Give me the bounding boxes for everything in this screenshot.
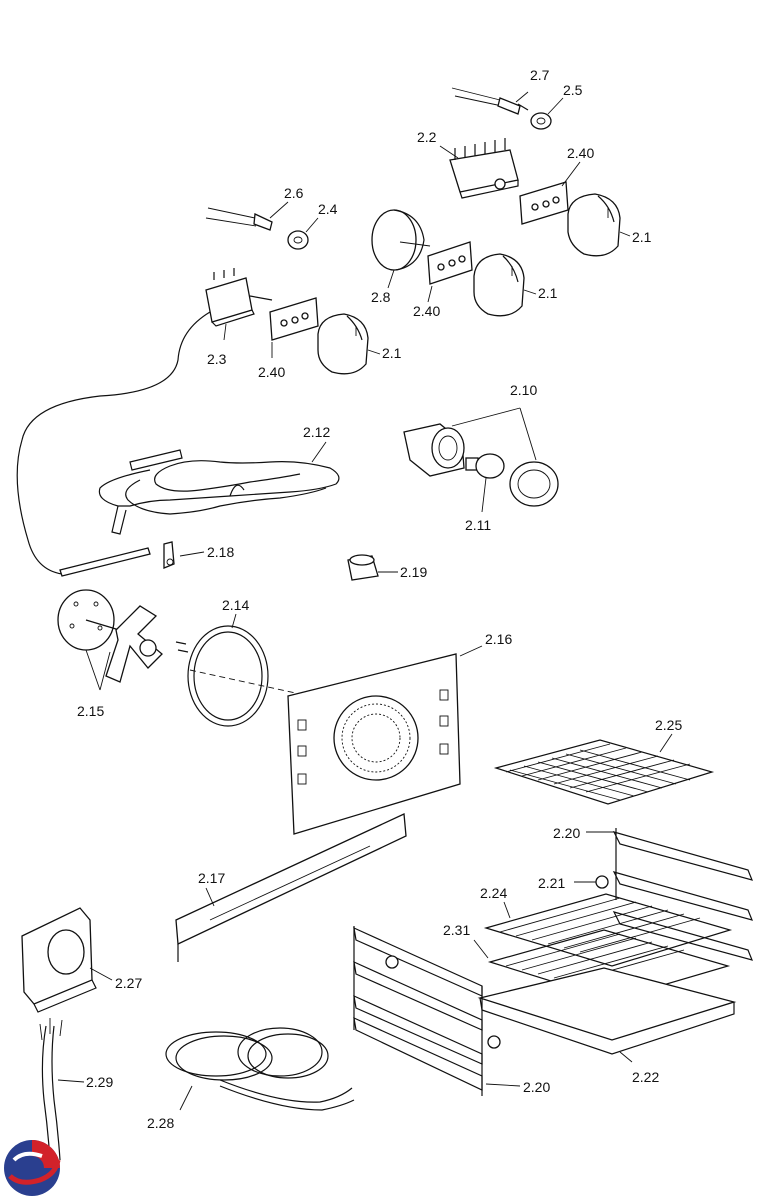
label-2-29: 2.29 (86, 1074, 113, 1090)
label-2-24: 2.24 (480, 885, 507, 901)
label-2-5: 2.5 (563, 82, 583, 98)
part-2-5-lamp-holder (530, 97, 564, 130)
label-2-20-b: 2.20 (523, 1079, 550, 1095)
part-2-21-screw (574, 875, 609, 889)
label-2-2: 2.2 (417, 129, 437, 145)
label-2-7: 2.7 (530, 67, 550, 83)
part-2-40-bezel-c (269, 297, 319, 358)
part-2-22-baking-tray (477, 967, 737, 1063)
part-2-28-wiring-harness (165, 1027, 355, 1111)
label-2-1-b: 2.1 (538, 285, 558, 301)
part-2-10-lamp-assembly (403, 407, 559, 507)
label-2-1-c: 2.1 (382, 345, 402, 361)
label-2-27: 2.27 (115, 975, 142, 991)
label-2-8: 2.8 (371, 289, 391, 305)
part-2-17-rail (175, 813, 407, 962)
part-2-20-side-runner-left (353, 926, 521, 1096)
part-2-25-wire-shelf (493, 733, 715, 805)
label-2-40-a: 2.40 (567, 145, 594, 161)
part-2-1-knob-c (317, 313, 381, 375)
part-2-7-wire-connector (451, 87, 529, 115)
part-2-14-circular-element (175, 613, 301, 727)
label-2-22: 2.22 (632, 1069, 659, 1085)
brand-logo (4, 1140, 61, 1196)
part-2-40-bezel-a (519, 161, 581, 225)
part-2-12-grill-element (98, 441, 340, 535)
label-2-6: 2.6 (284, 185, 304, 201)
part-2-29-mains-cable (39, 1018, 85, 1161)
label-2-11: 2.11 (465, 517, 491, 533)
label-2-17: 2.17 (198, 870, 225, 886)
label-2-12: 2.12 (303, 424, 330, 440)
label-2-31: 2.31 (443, 922, 470, 938)
label-2-15: 2.15 (77, 703, 104, 719)
label-2-28: 2.28 (147, 1115, 174, 1131)
part-2-1-knob-a (567, 193, 631, 257)
part-2-24-wire-shelf (483, 893, 733, 967)
label-2-16: 2.16 (485, 631, 512, 647)
part-2-11-bulb (465, 453, 505, 513)
part-2-20-side-runner-right (586, 828, 754, 961)
label-2-1-a: 2.1 (632, 229, 652, 245)
part-2-1-knob-b (473, 253, 537, 317)
part-2-15-fan-motor (57, 589, 163, 691)
label-2-14: 2.14 (222, 597, 249, 613)
part-2-27-terminal-block (21, 907, 113, 1013)
label-2-4: 2.4 (318, 201, 338, 217)
label-2-25: 2.25 (655, 717, 682, 733)
part-2-4-lamp-holder (287, 217, 319, 250)
part-2-2-selector-switch (439, 138, 519, 199)
part-2-40-bezel-b (427, 241, 473, 303)
label-2-40-b: 2.40 (413, 303, 440, 319)
part-2-8-timer (371, 209, 431, 289)
part-2-6-wire-connector (205, 201, 289, 231)
part-2-3-thermostat (16, 268, 273, 577)
label-2-3: 2.3 (207, 351, 227, 367)
label-2-21: 2.21 (538, 875, 565, 891)
part-2-16-rear-panel (287, 645, 483, 835)
part-2-18-clip (163, 541, 205, 569)
label-2-10: 2.10 (510, 382, 537, 398)
part-2-19-clip (347, 554, 398, 581)
label-2-20-a: 2.20 (553, 825, 580, 841)
label-2-40-c: 2.40 (258, 364, 285, 380)
label-2-19: 2.19 (400, 564, 427, 580)
label-2-18: 2.18 (207, 544, 234, 560)
